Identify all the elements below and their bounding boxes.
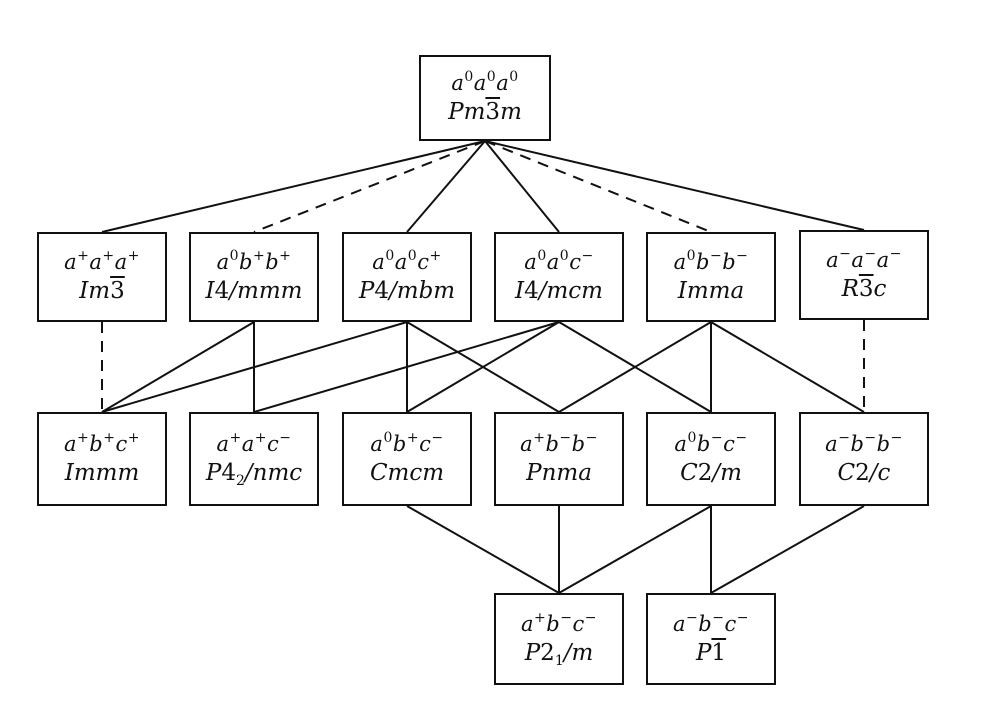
tilt-label: a0b+c− xyxy=(370,429,444,456)
edge-n0-n5 xyxy=(484,140,712,233)
tilt-label: a0b+b+ xyxy=(216,247,292,274)
space-group-label: P21/m xyxy=(524,639,594,669)
edge-n4-n9 xyxy=(406,321,560,413)
tilt-label: a0a0a0 xyxy=(451,68,519,95)
tilt-label: a+b−b− xyxy=(520,429,598,456)
node-p42-nmc: a+a+c− P42/nmc xyxy=(189,412,319,506)
edge-n0-n6 xyxy=(484,140,865,231)
edge-n0-n2 xyxy=(253,140,486,233)
edge-n4-n8 xyxy=(253,321,560,413)
tilt-label: a+a+c− xyxy=(216,429,292,456)
node-pm3m: a0a0a0 Pm3m xyxy=(419,55,551,141)
space-group-label: Imma xyxy=(677,277,745,304)
tilt-label: a0a0c− xyxy=(524,247,594,274)
space-group-label: Immm xyxy=(64,459,140,486)
edge-n0-n3 xyxy=(406,140,486,233)
node-imma: a0b−b− Imma xyxy=(646,232,776,322)
edge-n0-n1 xyxy=(101,140,486,233)
tilt-label: a+b+c+ xyxy=(64,429,140,456)
space-group-label: P42/nmc xyxy=(205,459,303,489)
edge-n9-n13 xyxy=(406,505,560,594)
edge-n2-n7 xyxy=(101,321,255,413)
edge-n3-n7 xyxy=(101,321,408,413)
node-p4-mbm: a0a0c+ P4/mbm xyxy=(342,232,472,322)
space-group-label: Im3 xyxy=(79,277,125,304)
space-group-label: Pm3m xyxy=(448,98,522,125)
node-p1: a−b−c− P1 xyxy=(646,593,776,685)
node-i4-mmm: a0b+b+ I4/mmm xyxy=(189,232,319,322)
space-group-label: C2/c xyxy=(837,459,891,486)
tilt-label: a0b−b− xyxy=(673,247,749,274)
tilt-label: a0b−c− xyxy=(674,429,748,456)
space-group-label: R3c xyxy=(841,275,887,302)
node-im3: a+a+a+ Im3 xyxy=(37,232,167,322)
node-c2-c: a−b−b− C2/c xyxy=(799,412,929,506)
edge-n12-n14 xyxy=(710,505,865,594)
tilt-label: a0a0c+ xyxy=(372,247,442,274)
tilt-label: a−b−c− xyxy=(673,609,749,636)
space-group-label: Pnma xyxy=(526,459,592,486)
space-group-label: P1 xyxy=(695,639,727,666)
tilt-label: a+a+a+ xyxy=(64,247,140,274)
space-group-label: I4/mmm xyxy=(205,277,303,304)
edge-n5-n10 xyxy=(558,321,712,413)
space-group-label: Cmcm xyxy=(369,459,445,486)
tilt-label: a−a−a− xyxy=(826,245,902,272)
space-group-label: P4/mbm xyxy=(358,277,456,304)
node-c2-m: a0b−c− C2/m xyxy=(646,412,776,506)
node-cmcm: a0b+c− Cmcm xyxy=(342,412,472,506)
edge-n11-n13 xyxy=(558,505,712,594)
space-group-label: C2/m xyxy=(680,459,742,486)
tilt-label: a+b−c− xyxy=(521,609,597,636)
edge-n5-n12 xyxy=(710,321,865,413)
node-immm: a+b+c+ Immm xyxy=(37,412,167,506)
node-r3c: a−a−a− R3c xyxy=(799,230,929,320)
node-p21-m: a+b−c− P21/m xyxy=(494,593,624,685)
edge-n0-n4 xyxy=(484,140,560,233)
node-i4-mcm: a0a0c− I4/mcm xyxy=(494,232,624,322)
node-pnma: a+b−b− Pnma xyxy=(494,412,624,506)
tilt-label: a−b−b− xyxy=(825,429,903,456)
space-group-label: I4/mcm xyxy=(515,277,603,304)
